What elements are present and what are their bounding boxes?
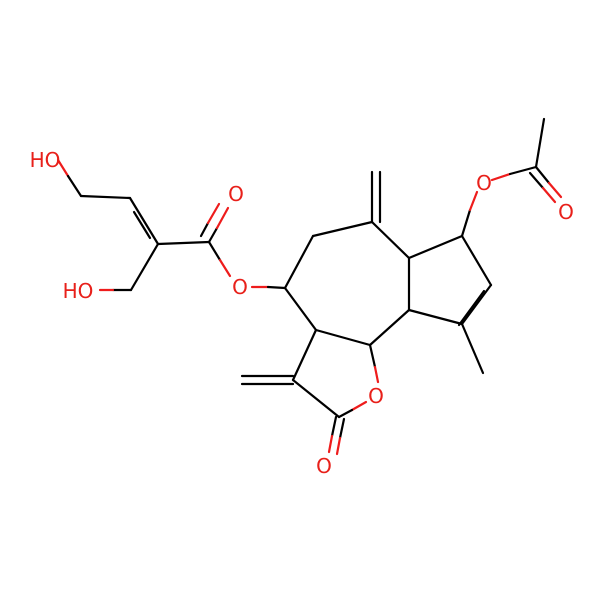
lactone-ring-oxygen-label: O (368, 384, 384, 408)
acetoxy-bonds (460, 117, 563, 238)
side-chain-bonds (56, 158, 287, 292)
hydroxyl-label-top: HO (30, 148, 61, 172)
atom-labels: HO HO O O O O O O (30, 148, 574, 478)
ester-carbonyl-oxygen-label: O (228, 182, 244, 206)
ester-linking-oxygen-label: O (232, 275, 248, 299)
cyclopentene-ring (407, 234, 493, 375)
lactone-carbonyl-oxygen-label: O (316, 454, 332, 478)
acetoxy-oxygen-label: O (476, 171, 492, 195)
acetyl-carbonyl-oxygen-label: O (558, 200, 574, 224)
lactone-ring (240, 328, 380, 456)
hydroxyl-label-lower: HO (63, 279, 94, 303)
seven-membered-ring (283, 170, 411, 347)
